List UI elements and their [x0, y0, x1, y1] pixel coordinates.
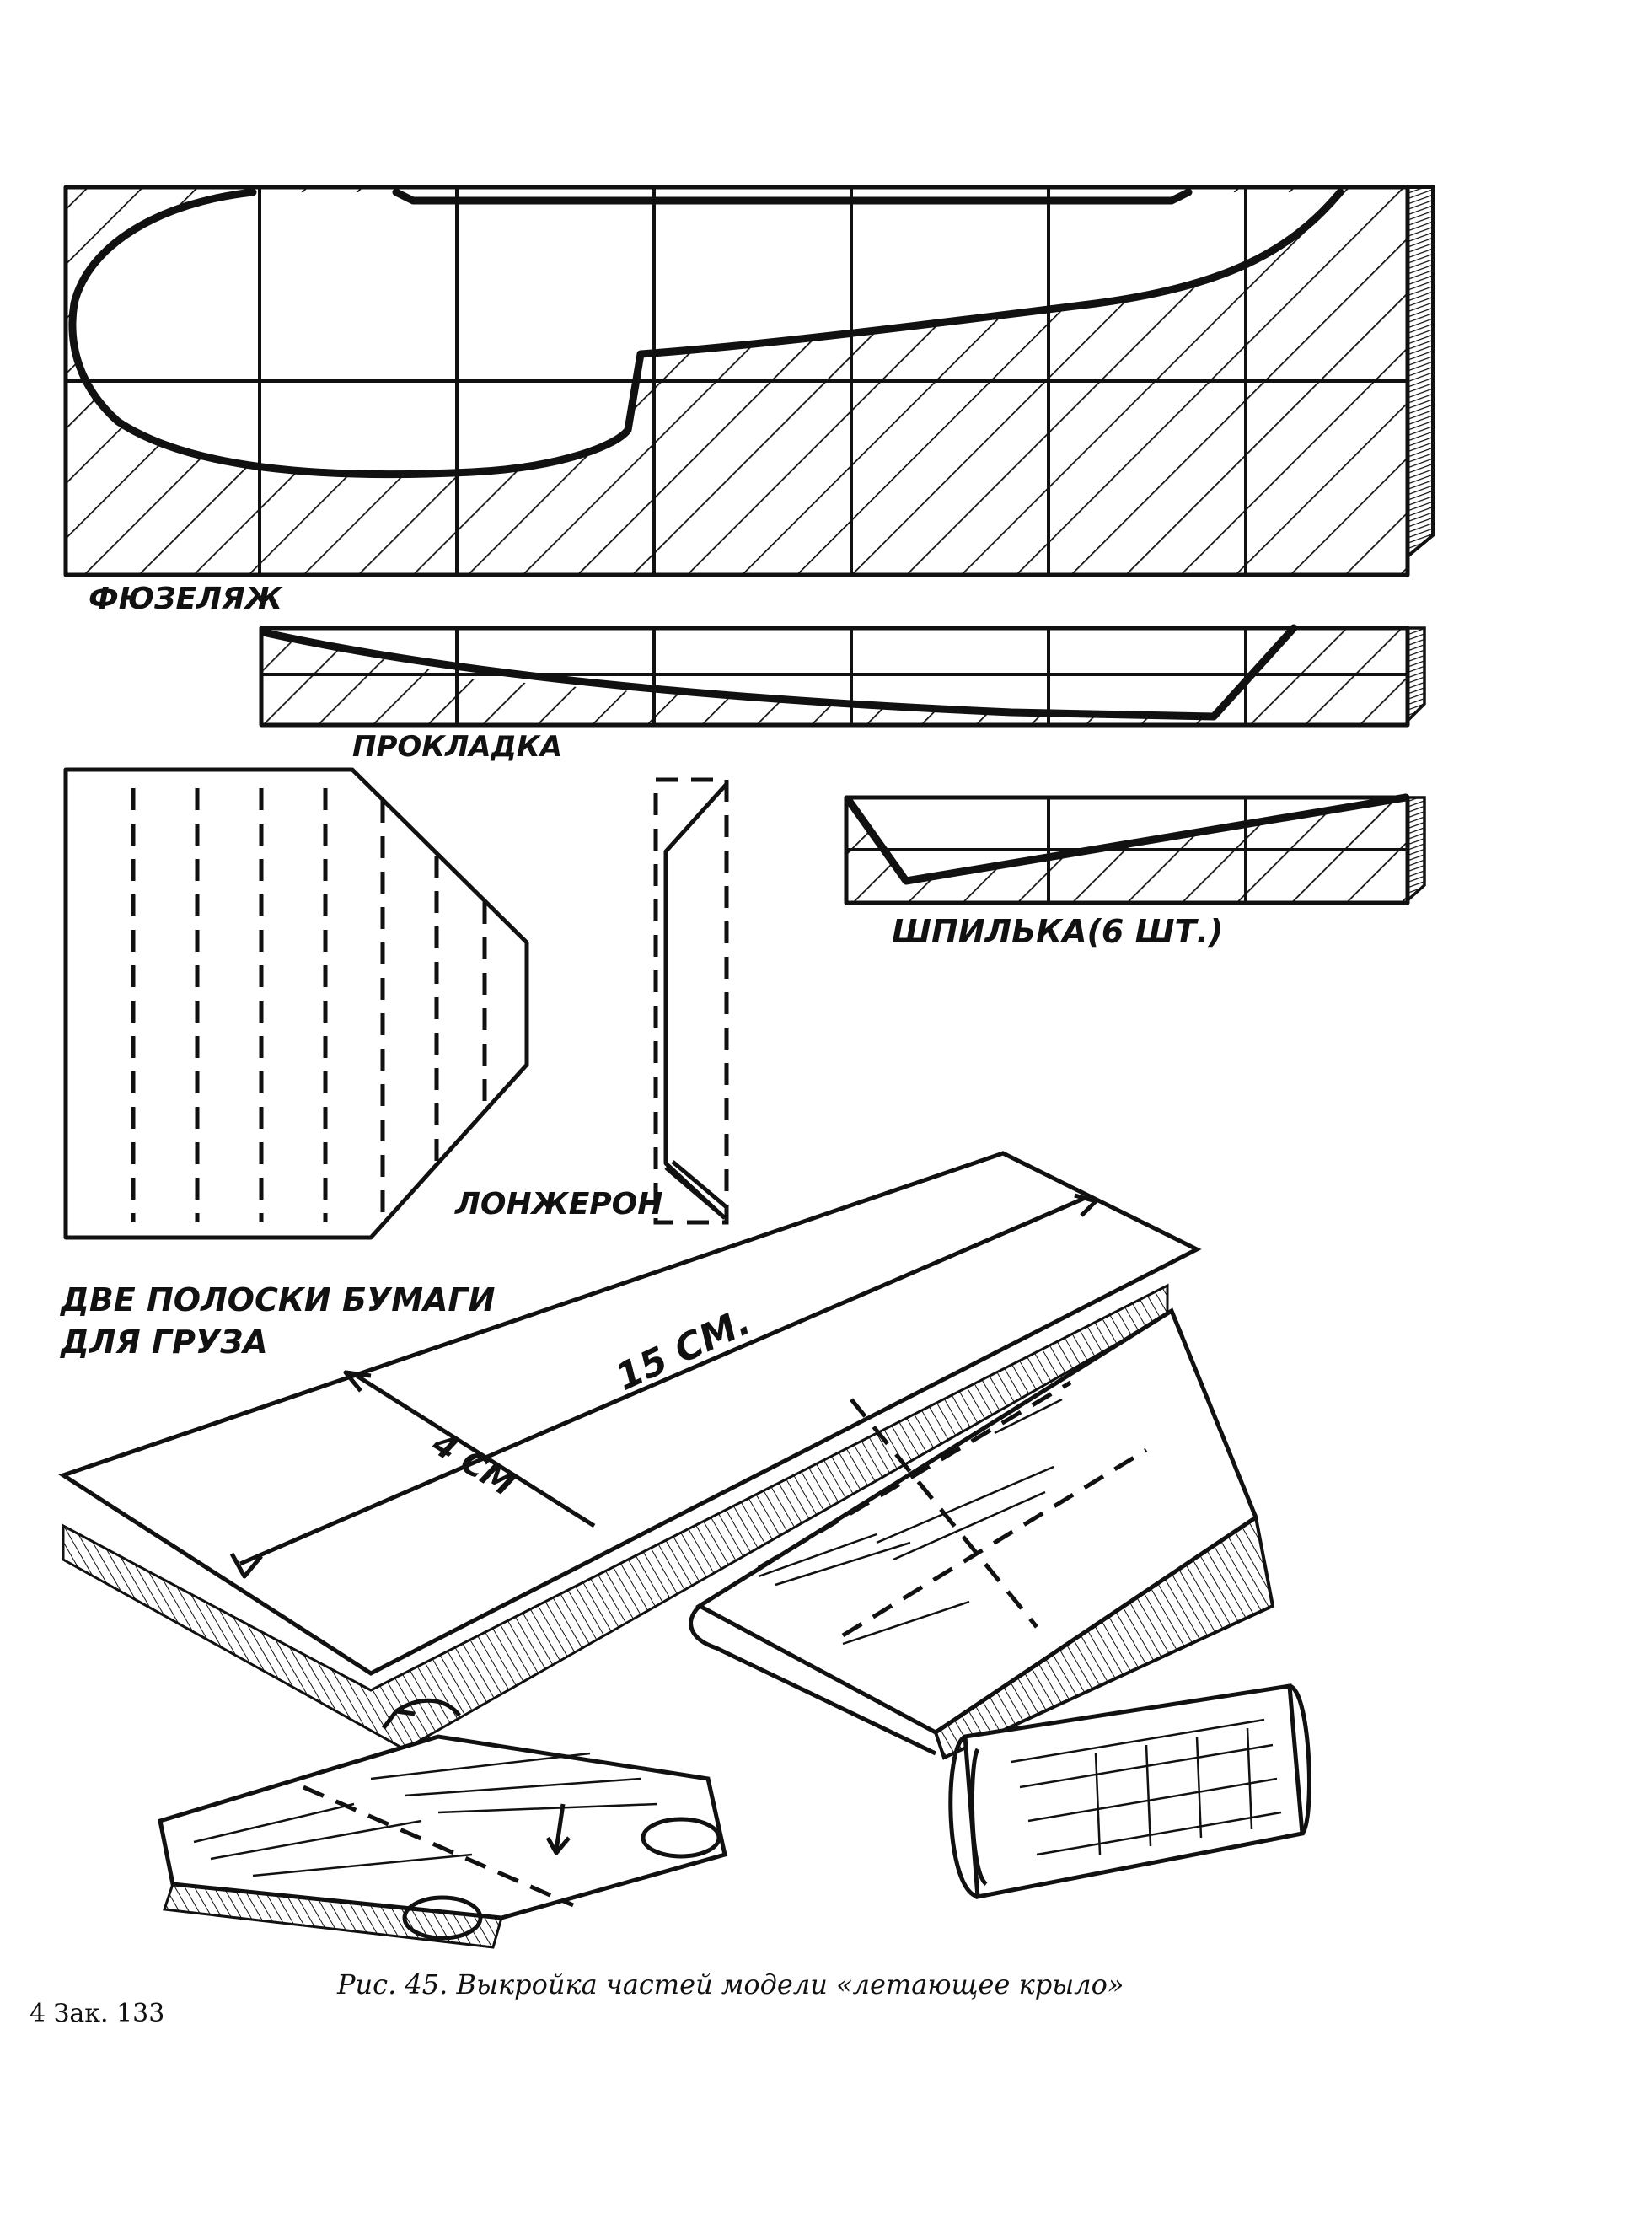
finished-weight-drawing	[948, 1683, 1311, 1899]
folding-packet-drawing	[158, 1698, 727, 1949]
weight-strip-template	[63, 767, 529, 1240]
pin-label: ШПИЛЬКА(6 ШТ.)	[892, 913, 1223, 950]
strips-label-line1: ДВЕ ПОЛОСКИ БУМАГИ	[60, 1281, 495, 1318]
spar-label: ЛОНЖЕРОН	[454, 1187, 662, 1222]
fuselage-template	[63, 185, 1435, 577]
pin-template	[844, 793, 1426, 905]
spar-template	[653, 777, 729, 1225]
spacer-template	[259, 624, 1426, 728]
fuselage-label: ФЮЗЕЛЯЖ	[88, 582, 283, 616]
page-footer: 4 Зак. 133	[30, 1999, 164, 2028]
spacer-label: ПРОКЛАДКА	[352, 730, 562, 764]
strips-label-line2: ДЛЯ ГРУЗА	[60, 1324, 268, 1361]
figure-caption: Рис. 45. Выкройка частей модели «летающе…	[336, 1968, 1124, 2000]
folded-strip-drawing	[689, 1307, 1275, 1760]
